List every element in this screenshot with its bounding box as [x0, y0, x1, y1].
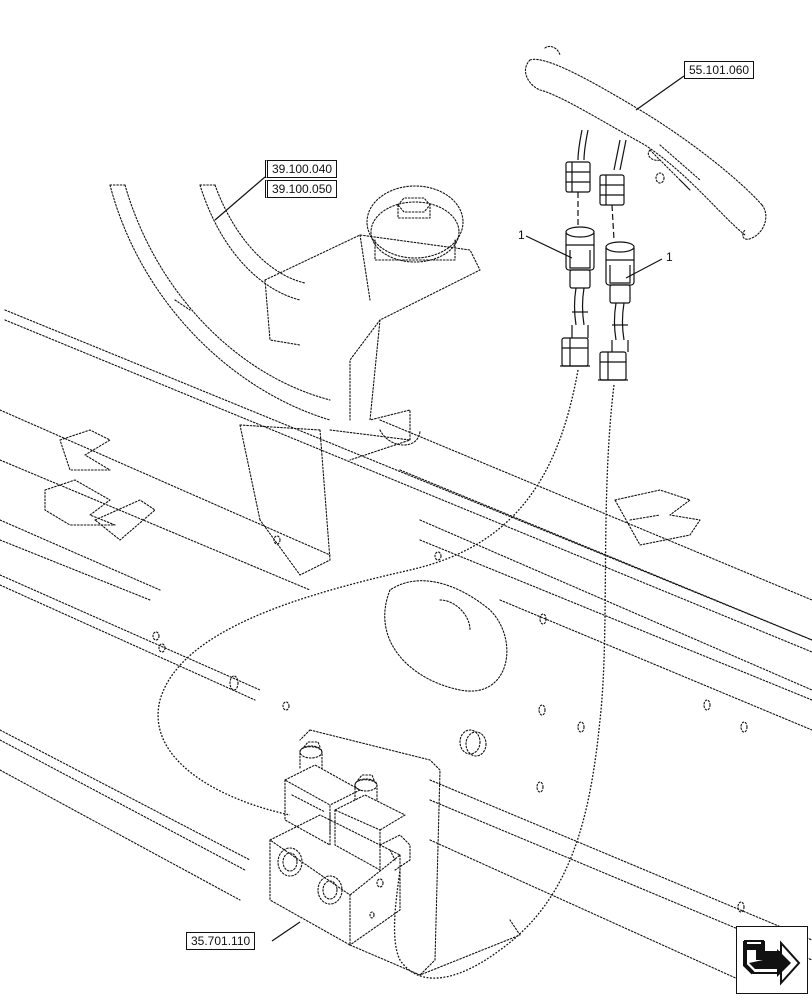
- chassis-frame-rails: [0, 309, 812, 981]
- part-1-connector-right: [598, 241, 635, 381]
- valve-block-assembly: [269, 729, 521, 976]
- arrow-glyph-icon: [743, 940, 801, 986]
- part-callout-left: 1: [518, 228, 525, 242]
- leader-callout-right: [625, 258, 663, 279]
- frame-mounting-holes: [152, 551, 748, 913]
- next-page-arrow-icon[interactable]: [736, 926, 808, 994]
- ref-label-harness[interactable]: 55.101.060: [684, 61, 755, 79]
- part-1-connector-left: [560, 226, 595, 367]
- leader-valve: [271, 921, 301, 942]
- leader-harness: [635, 75, 685, 111]
- harness-branch-connectors: [565, 129, 627, 241]
- upper-harness-tube: [525, 45, 767, 240]
- part-callout-right: 1: [666, 250, 673, 264]
- frame-slotted-tabs: [44, 429, 701, 546]
- wire-routes: [157, 369, 615, 979]
- leader-callout-left: [525, 235, 573, 259]
- curved-frame-member: [109, 184, 331, 421]
- ref-label-frame-bottom[interactable]: 39.100.050: [265, 180, 338, 198]
- ref-label-frame-top[interactable]: 39.100.040: [265, 160, 338, 178]
- ref-label-valve-block[interactable]: 35.701.110: [186, 932, 256, 950]
- mounting-bracket: [239, 185, 481, 576]
- leader-frame: [214, 176, 266, 221]
